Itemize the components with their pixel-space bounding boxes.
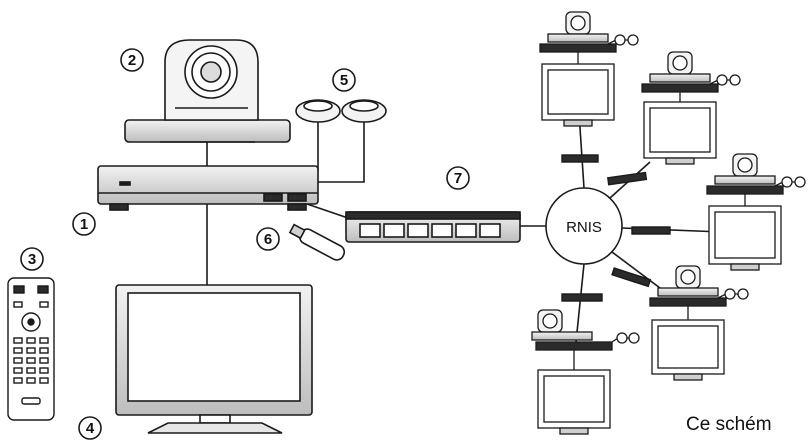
network-switch: [345, 211, 521, 243]
remote-station-top: [539, 11, 639, 127]
remote-control: [7, 277, 55, 421]
callout-2: 2: [120, 48, 144, 72]
remote-station-lower-right: [649, 265, 749, 381]
rnis-label: RNIS: [566, 219, 602, 236]
tv-monitor: [115, 284, 313, 434]
rnis-hub: RNIS: [545, 187, 623, 265]
remote-station-upper-right: [641, 51, 741, 165]
microphone-right: [341, 99, 387, 123]
callout-1: 1: [72, 212, 96, 236]
caption-text: Ce schém: [686, 414, 772, 435]
spoke-links: [561, 154, 671, 302]
remote-station-bottom: [531, 309, 640, 435]
callout-7-label: 7: [454, 170, 462, 187]
callout-4: 4: [78, 416, 102, 440]
callout-1-label: 1: [80, 216, 88, 233]
microphone-left: [295, 99, 341, 123]
callout-7: 7: [446, 166, 470, 190]
callout-6: 6: [256, 227, 280, 251]
ptz-camera: [124, 39, 291, 143]
remote-station-right: [706, 153, 806, 271]
usb-key: [288, 223, 346, 261]
callout-3: 3: [20, 247, 44, 271]
codec-unit: [97, 165, 319, 211]
callout-6-label: 6: [264, 231, 272, 248]
callout-3-label: 3: [28, 251, 36, 268]
callout-4-label: 4: [86, 420, 95, 437]
callout-5: 5: [332, 68, 356, 92]
callout-2-label: 2: [128, 52, 136, 69]
callout-5-label: 5: [340, 72, 348, 89]
